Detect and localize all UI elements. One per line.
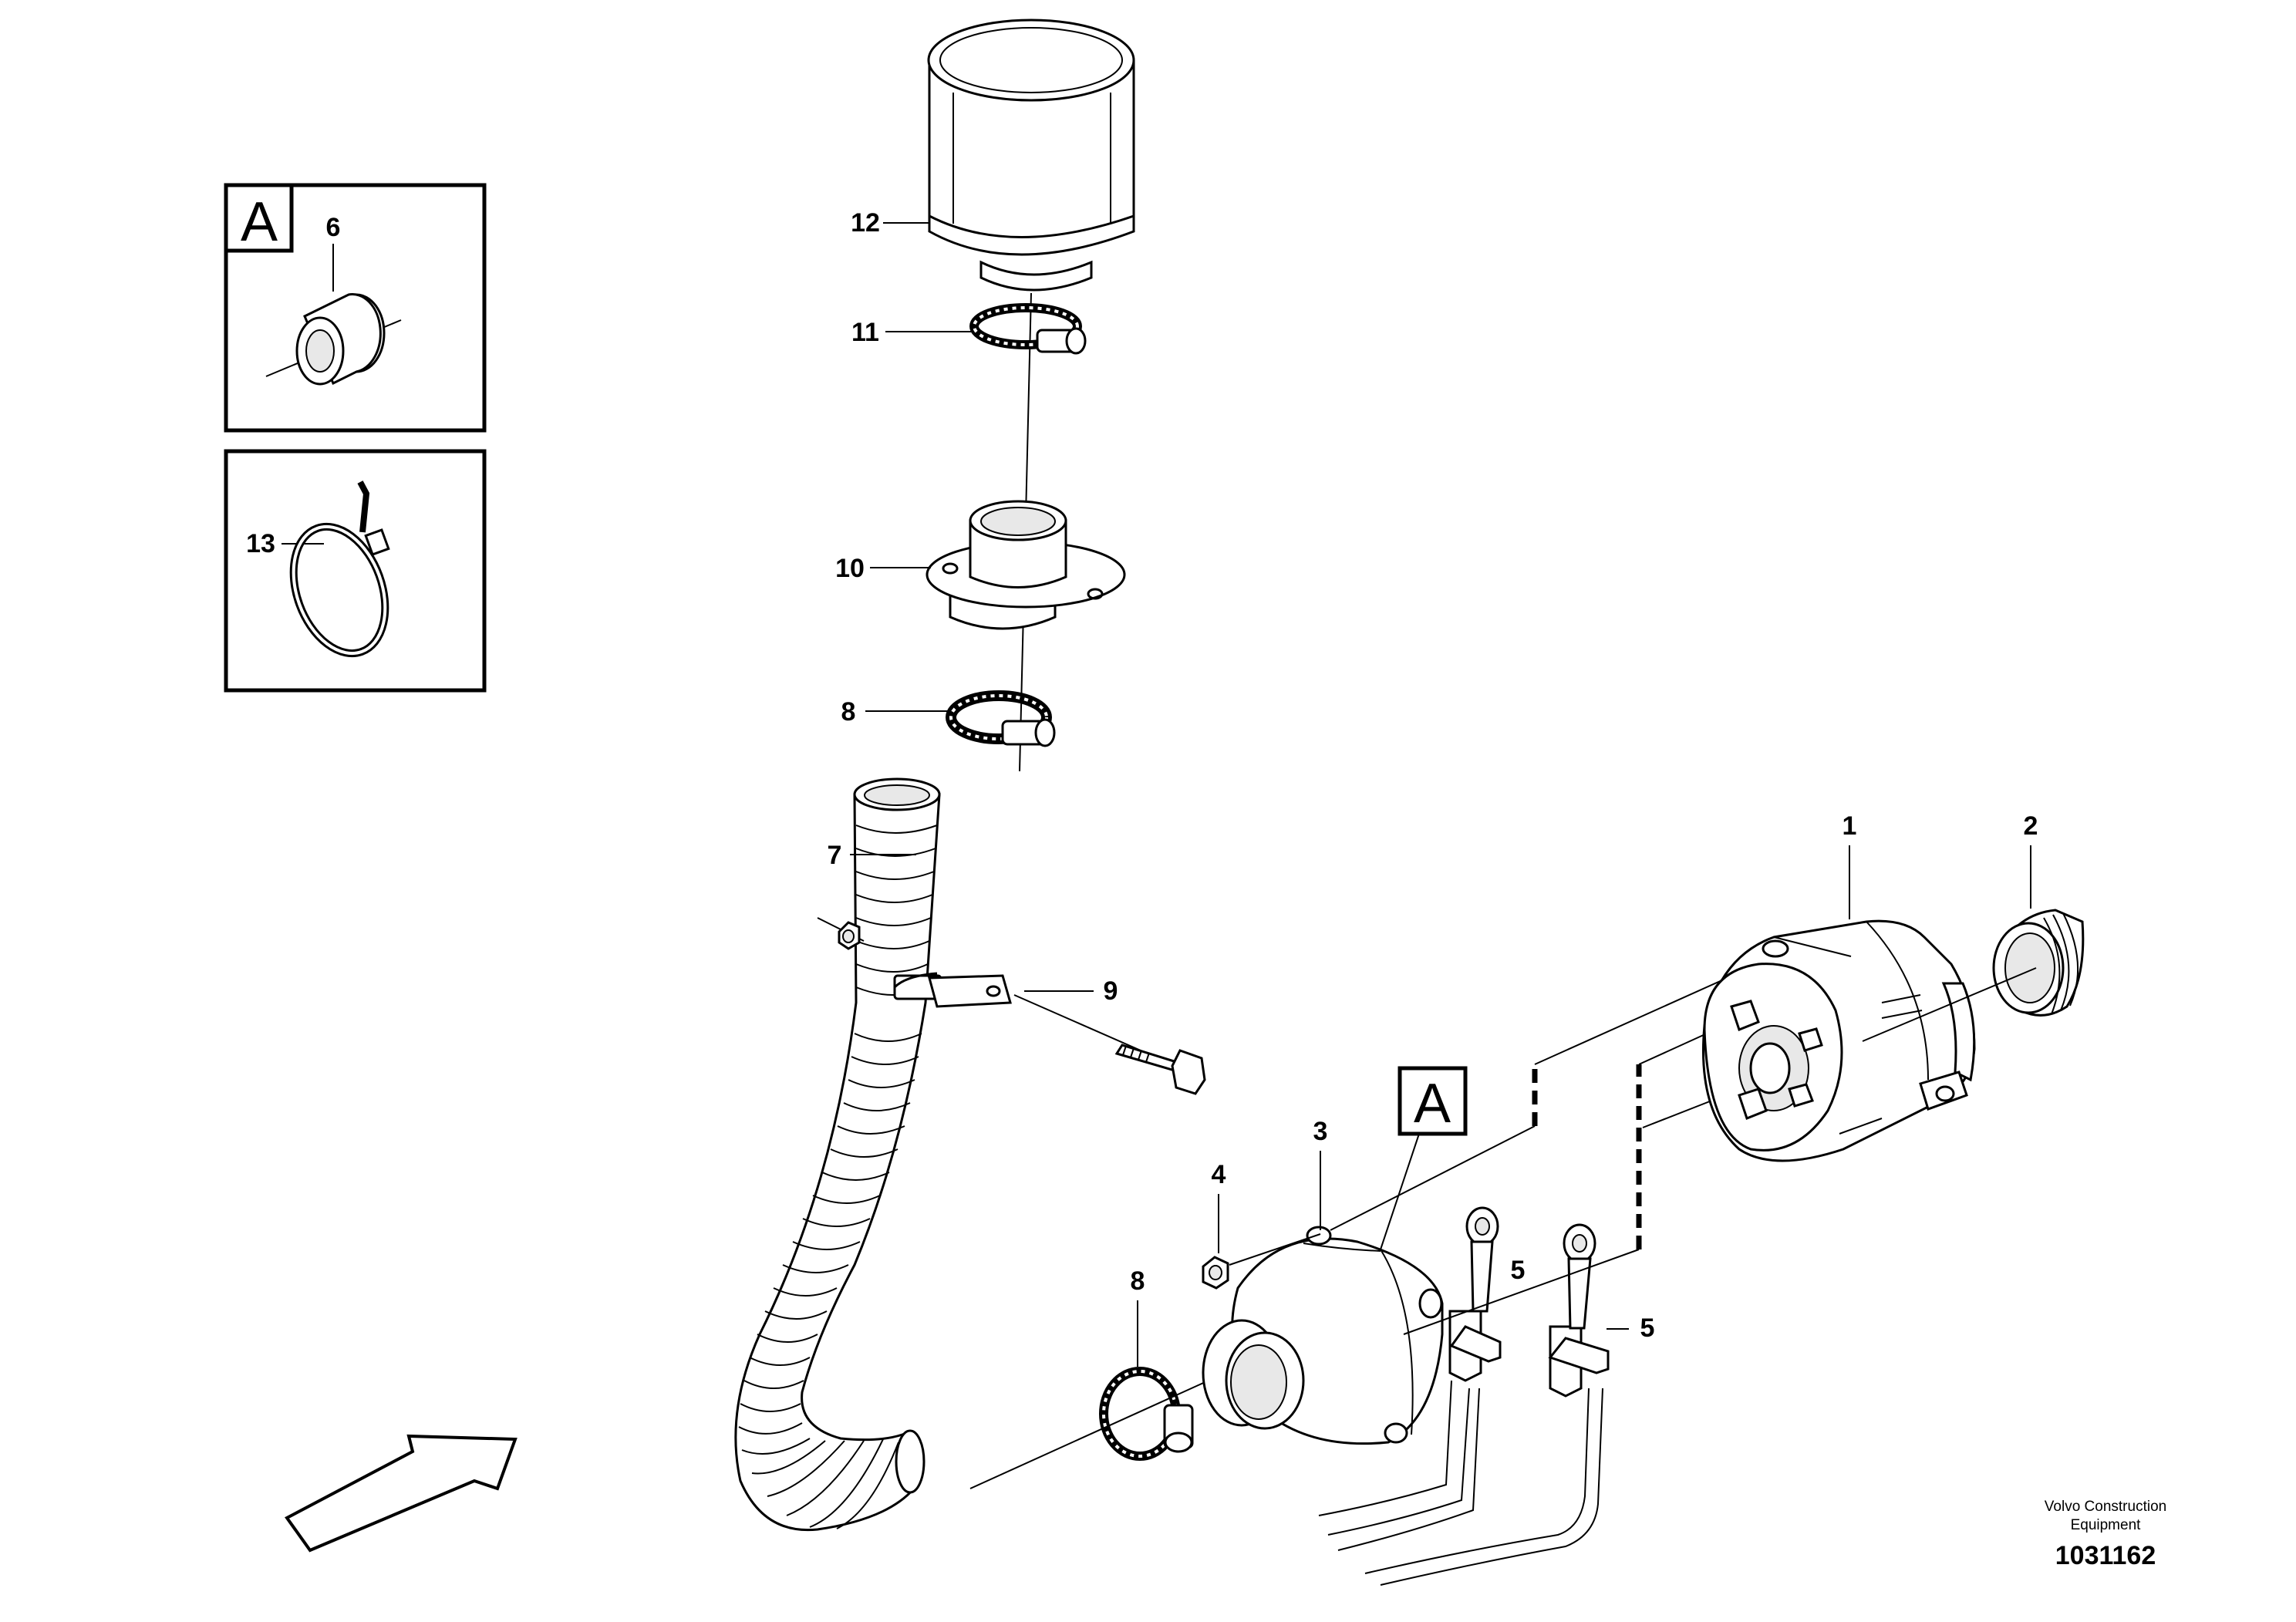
callout-5-upper: 5 [1511, 1256, 1526, 1285]
cable-terminal-5-right [1364, 1223, 1610, 1586]
cover-3 [1202, 1226, 1444, 1445]
air-filter-12 [927, 19, 1135, 292]
detail-box-a: A 6 [224, 183, 487, 433]
callout-1: 1 [1843, 811, 1857, 841]
grommet-6 [265, 293, 402, 386]
washer-nut-9 [817, 917, 865, 950]
detail-box-a-letter: A [241, 191, 278, 253]
callout-2: 2 [2024, 811, 2038, 841]
callout-3: 3 [1313, 1117, 1328, 1146]
nut-4 [1202, 1256, 1229, 1290]
corrugated-hose-7 [734, 777, 1012, 1532]
manufacturer-line-1: Volvo Construction [2044, 1499, 2167, 1515]
cable-tie-13 [289, 481, 390, 658]
callout-10: 10 [835, 554, 865, 583]
flange-adapter-10 [925, 500, 1126, 630]
callout-8-upper: 8 [841, 697, 856, 727]
callout-12: 12 [851, 208, 880, 238]
callout-5-lower: 5 [1640, 1313, 1655, 1343]
pulley-2 [1992, 909, 2085, 1017]
manufacturer-credit: Volvo Construction Equipment [1998, 1498, 2213, 1535]
hose-clamp-11 [969, 303, 1087, 355]
bolt-9 [1013, 994, 1206, 1095]
callout-4: 4 [1212, 1160, 1226, 1189]
hose-clamp-8-lower [1099, 1367, 1194, 1461]
document-number: 1031162 [2055, 1541, 2156, 1570]
hose-clamp-8-upper [946, 690, 1056, 747]
callout-9: 9 [1104, 976, 1118, 1006]
callout-6: 6 [326, 213, 341, 242]
callout-7: 7 [828, 841, 842, 870]
alternator-1 [1701, 919, 1976, 1162]
callout-8-lower: 8 [1131, 1266, 1145, 1296]
callout-13: 13 [246, 529, 275, 558]
direction-arrow [285, 1434, 518, 1553]
detail-ref-a-letter: A [1414, 1073, 1451, 1135]
callout-11: 11 [851, 318, 879, 347]
detail-ref-a: A [1380, 1066, 1468, 1250]
detail-box-cable-tie: 13 [224, 449, 487, 693]
cable-terminal-5-left [1318, 1206, 1502, 1551]
manufacturer-line-2: Equipment [2070, 1517, 2141, 1533]
